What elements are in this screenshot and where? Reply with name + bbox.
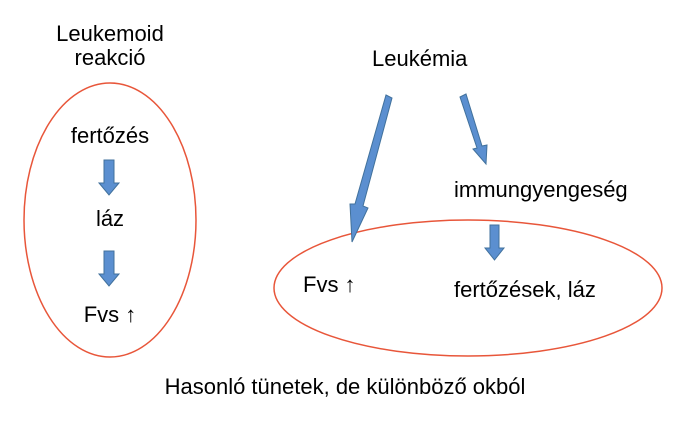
down-arrow-icon: [97, 159, 121, 196]
step-infection: fertőzés: [70, 123, 150, 148]
caption: Hasonló tünetek, de különböző okból: [164, 374, 526, 399]
leukemoid-title-line2: reakció: [74, 45, 146, 71]
diagonal-arrow-icon: [349, 94, 393, 243]
branch-immunodeficiency: immungyengeség: [454, 177, 628, 202]
leukemia-outcome-ellipse: [273, 219, 663, 357]
down-arrow-icon: [97, 250, 121, 287]
down-arrow-icon: [483, 224, 506, 261]
step-wbc: Fvs ↑: [83, 302, 137, 327]
diagonal-arrow-icon: [459, 93, 488, 166]
outcome-infections-fever: fertőzések, láz: [454, 277, 596, 302]
leukemoid-title: Leukemoid reakció: [20, 21, 200, 71]
outcome-wbc: Fvs ↑: [303, 272, 356, 297]
leukemia-title: Leukémia: [372, 46, 468, 71]
leukemoid-title-line1: Leukemoid: [56, 21, 164, 46]
leukemoid-ellipse: [23, 82, 197, 358]
step-fever: láz: [95, 206, 125, 231]
